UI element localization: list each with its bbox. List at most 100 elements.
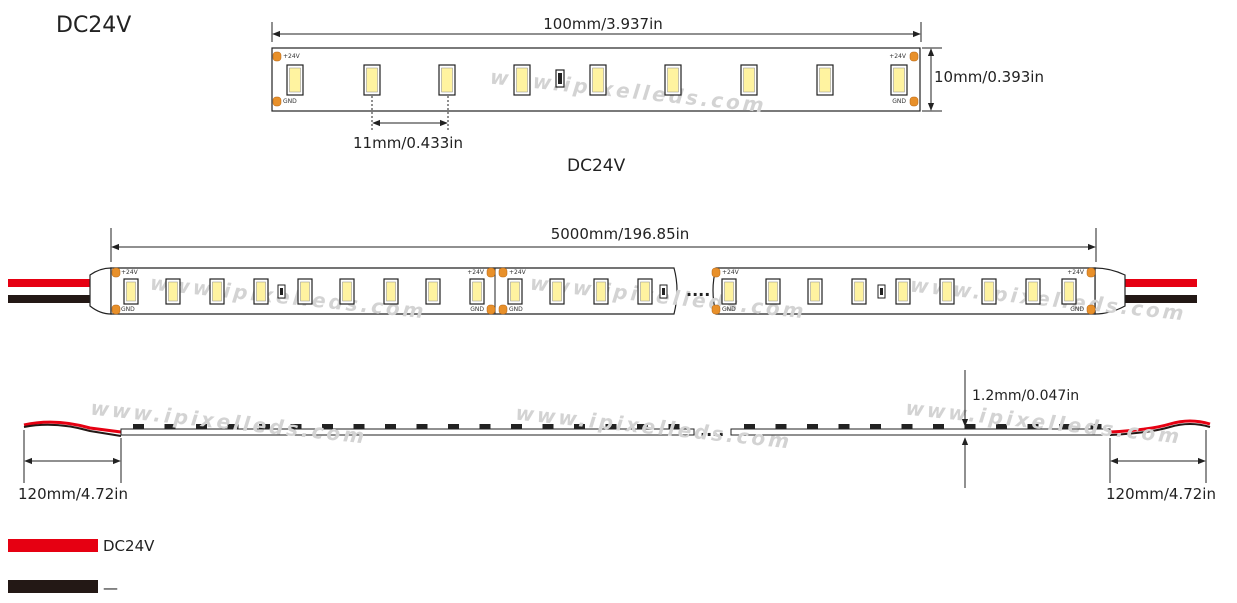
led-chip bbox=[123, 278, 139, 305]
led-chip bbox=[425, 278, 441, 305]
top-voltage-title: DC24V bbox=[56, 13, 131, 38]
led-chip bbox=[1061, 278, 1077, 305]
dimension-short-length: 100mm/3.937in bbox=[271, 15, 922, 42]
pad-label-positive: +24V bbox=[121, 269, 139, 276]
led-chip bbox=[209, 278, 225, 305]
legend-item-positive: DC24V bbox=[8, 537, 155, 555]
profile-chip bbox=[637, 424, 648, 429]
solder-pad-pair: +24V GND bbox=[498, 267, 527, 315]
led-chip bbox=[890, 64, 908, 96]
profile-chip bbox=[870, 424, 881, 429]
reel-resistors bbox=[277, 284, 886, 299]
profile-chip bbox=[1027, 424, 1039, 429]
width-label: 10mm/0.393in bbox=[934, 68, 1044, 86]
profile-chip bbox=[744, 424, 755, 429]
dimension-lead-right: 120mm/4.72in bbox=[1106, 430, 1216, 503]
pad-label-ground: GND bbox=[283, 98, 297, 105]
dimension-width: 10mm/0.393in bbox=[922, 47, 1044, 112]
left-end-cap bbox=[89, 267, 112, 315]
pad-label-ground: GND bbox=[1070, 306, 1084, 313]
profile-chip bbox=[259, 424, 270, 429]
led-chip bbox=[513, 64, 531, 96]
legend: DC24V — bbox=[8, 537, 155, 597]
profile-chip bbox=[164, 424, 176, 429]
profile-chip bbox=[838, 424, 850, 429]
right-wires bbox=[1125, 279, 1197, 303]
solder-pad-pair: +24V GND bbox=[467, 267, 496, 315]
led-chip bbox=[637, 278, 653, 305]
pad-label-positive: +24V bbox=[722, 269, 740, 276]
led-chip bbox=[383, 278, 399, 305]
profile-watermarks: www.ipixelleds.com www.ipixelleds.com ww… bbox=[90, 396, 1184, 454]
led-chip bbox=[1025, 278, 1041, 305]
profile-chip bbox=[353, 424, 365, 429]
profile-chip bbox=[290, 424, 302, 429]
profile-chip bbox=[668, 424, 680, 429]
led-chip bbox=[895, 278, 911, 305]
led-chip bbox=[593, 278, 609, 305]
led-chip bbox=[765, 278, 781, 305]
solder-pad-pair: +24V GND bbox=[1067, 267, 1096, 315]
lead-left-label: 120mm/4.72in bbox=[18, 485, 128, 503]
profile-chip bbox=[385, 424, 396, 429]
led-pitch-label: 11mm/0.433in bbox=[353, 134, 463, 152]
profile-chip bbox=[933, 424, 944, 429]
thickness-label: 1.2mm/0.047in bbox=[972, 388, 1079, 404]
left-lead-wire bbox=[23, 420, 122, 434]
led-chip bbox=[363, 64, 381, 96]
profile-chip bbox=[416, 424, 428, 429]
pad-label-positive: +24V bbox=[1067, 269, 1085, 276]
short-strip-leds bbox=[286, 64, 908, 96]
pad-label-positive: +24V bbox=[509, 269, 527, 276]
full-length-label: 5000mm/196.85in bbox=[551, 225, 690, 243]
profile-chip bbox=[964, 424, 976, 429]
pad-label-ground: GND bbox=[509, 306, 523, 313]
led-chip bbox=[740, 64, 758, 96]
led-chip bbox=[816, 64, 834, 96]
dimension-thickness: 1.2mm/0.047in bbox=[961, 370, 1079, 488]
pad-label-positive: +24V bbox=[889, 53, 907, 60]
solder-pad-pair: +24V GND bbox=[272, 51, 301, 107]
led-chip bbox=[939, 278, 955, 305]
legend-swatch-positive bbox=[8, 539, 98, 552]
middle-voltage-title: DC24V bbox=[567, 156, 626, 176]
profile-chip bbox=[1090, 424, 1102, 429]
svg-text:www.ipixelleds.com: www.ipixelleds.com bbox=[515, 401, 794, 454]
led-chip bbox=[469, 278, 485, 305]
led-chip bbox=[165, 278, 181, 305]
profile-chip bbox=[511, 424, 522, 429]
led-chip bbox=[981, 278, 997, 305]
led-chip bbox=[286, 64, 304, 96]
svg-text:www.ipixelleds.com: www.ipixelleds.com bbox=[90, 396, 369, 449]
led-chip bbox=[507, 278, 523, 305]
profile-ellipsis: .... bbox=[700, 421, 724, 440]
led-chip bbox=[549, 278, 565, 305]
pad-label-ground: GND bbox=[470, 306, 484, 313]
profile-chip bbox=[1059, 424, 1070, 429]
led-chip bbox=[297, 278, 313, 305]
pad-label-positive: +24V bbox=[283, 53, 301, 60]
left-wires bbox=[8, 279, 90, 303]
led-chip bbox=[339, 278, 355, 305]
led-chip bbox=[664, 64, 682, 96]
legend-label-positive: DC24V bbox=[103, 537, 155, 555]
led-chip bbox=[851, 278, 867, 305]
reel-ellipsis: .... bbox=[686, 281, 710, 300]
led-chip bbox=[438, 64, 456, 96]
profile-led-chips bbox=[133, 424, 1102, 429]
pad-label-positive: +24V bbox=[467, 269, 485, 276]
profile-chip bbox=[542, 424, 554, 429]
profile-chip bbox=[227, 424, 239, 429]
led-chip bbox=[253, 278, 269, 305]
profile-chip bbox=[133, 424, 144, 429]
pad-label-ground: GND bbox=[722, 306, 736, 313]
profile-chip bbox=[322, 424, 333, 429]
right-lead-wire bbox=[1109, 419, 1211, 434]
resistor bbox=[555, 69, 565, 88]
lead-right-label: 120mm/4.72in bbox=[1106, 485, 1216, 503]
short-length-label: 100mm/3.937in bbox=[543, 15, 663, 33]
profile-chip bbox=[196, 424, 207, 429]
